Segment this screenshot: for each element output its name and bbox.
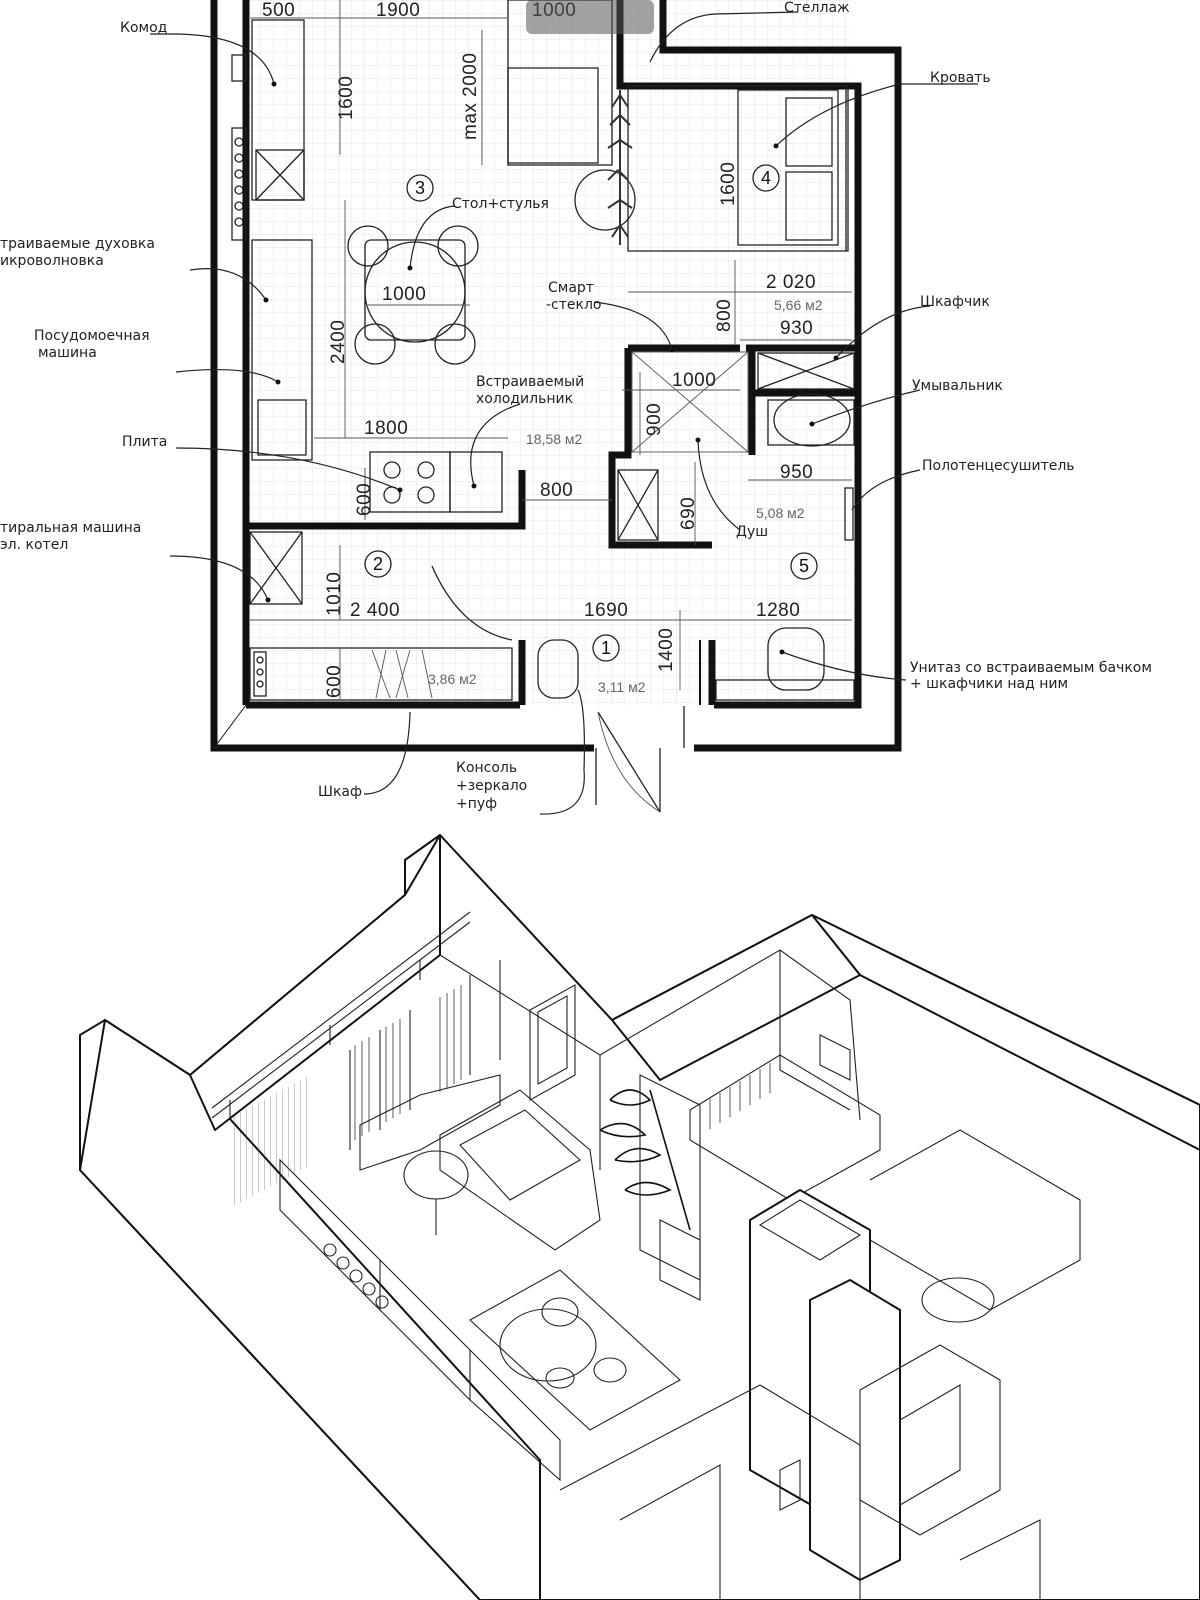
room-number: 4	[761, 168, 771, 188]
dim-text: 950	[780, 462, 813, 483]
dim-text: 1600	[336, 76, 357, 120]
iso-stove-knobs-icon	[323, 1243, 389, 1309]
dim-text: 930	[780, 318, 813, 339]
dim-text: 1800	[364, 418, 408, 439]
dim-text: 500	[262, 0, 295, 21]
dim-text: 1000	[382, 284, 426, 305]
label-toilet: Унитаз со встраиваемым бачком+ шкафчики …	[910, 660, 1152, 692]
dim-text: 800	[714, 299, 735, 332]
dim-text: 1690	[584, 600, 628, 621]
label-komod: Комод	[120, 20, 167, 36]
dim-text: 2 400	[350, 600, 400, 621]
plan-area-text: 18,58 м2 5,66 м2 5,08 м2 3,86 м2 3,11 м2	[428, 297, 823, 695]
label-washbasin: Умывальник	[912, 378, 1003, 394]
room-number: 5	[799, 556, 809, 576]
room-number: 3	[415, 178, 425, 198]
plan-dimension-text: 500 1900 1000 1600 max 2000 1600 1000 24…	[262, 0, 816, 698]
label-cabinet: Шкафчик	[920, 294, 990, 310]
label-wardrobe: Шкаф	[318, 784, 362, 800]
dim-text: 900	[644, 403, 665, 436]
plan-bedroom	[507, 0, 849, 252]
room-marker-4	[752, 164, 780, 192]
area-text: 5,66 м2	[774, 297, 823, 313]
label-smart-glass: Смарт-стекло	[546, 280, 602, 313]
plan-bathroom	[617, 351, 855, 701]
dim-text: max 2000	[460, 53, 481, 140]
dim-text: 690	[678, 497, 699, 530]
dim-text: 1280	[756, 600, 800, 621]
isometric-view	[79, 834, 1200, 1600]
dim-text: 1010	[324, 572, 345, 616]
dim-text: 2 020	[766, 272, 816, 293]
label-stol-stulya: Стол+стулья	[452, 196, 549, 212]
area-text: 18,58 м2	[526, 431, 583, 447]
image-tag-overlay	[526, 0, 654, 34]
label-console: Консоль+зеркало+пуф	[456, 760, 527, 812]
room-marker-2	[364, 550, 392, 578]
area-text: 5,08 м2	[756, 505, 805, 521]
dim-text: 2400	[328, 320, 349, 364]
area-text: 3,11 м2	[598, 679, 646, 695]
plant-icon	[607, 90, 633, 245]
dim-text: 1600	[718, 162, 739, 206]
dim-text: 600	[324, 665, 345, 698]
room-marker-3	[406, 174, 434, 202]
dim-text: 1900	[376, 0, 420, 21]
dim-text: 1400	[656, 628, 677, 672]
room-marker-1	[592, 634, 620, 662]
dim-text: 1000	[672, 370, 716, 391]
iso-plant-icon	[599, 1089, 691, 1231]
dim-text: 800	[540, 480, 573, 501]
plan-callouts: Комод Стеллаж Кровать траиваемые духовка…	[0, 0, 1152, 812]
plan-interior-walls	[246, 344, 858, 705]
label-krovat: Кровать	[930, 70, 991, 86]
label-stove: Плита	[122, 434, 167, 450]
plan-leader-lines	[150, 11, 978, 815]
plan-dimension-lines	[250, 0, 852, 700]
label-stellazh: Стеллаж	[784, 0, 850, 16]
plan-outer-walls	[210, 0, 902, 752]
label-shower: Душ	[736, 524, 768, 540]
dim-text: 600	[354, 483, 375, 516]
plan-room-markers: 3 4 2 5 1	[364, 164, 818, 662]
room-number: 1	[601, 638, 611, 658]
room-marker-5	[790, 552, 818, 580]
plan-hallway	[249, 531, 685, 813]
label-towel-dryer: Полотенцесушитель	[922, 458, 1075, 474]
plan-dining-table	[347, 225, 479, 365]
plan-kitchen	[231, 19, 503, 513]
room-number: 2	[373, 554, 383, 574]
area-text: 3,86 м2	[428, 671, 477, 687]
